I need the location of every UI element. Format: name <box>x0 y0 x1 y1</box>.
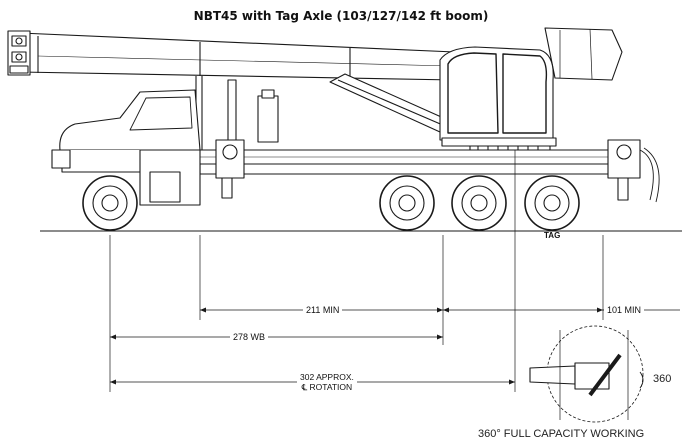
rotation-top-view <box>529 325 644 423</box>
drive-wheel-2 <box>451 175 507 231</box>
dim-302-line2: ℄ ROTATION <box>301 382 353 392</box>
truck-cab <box>51 89 201 206</box>
arrowheads <box>110 307 609 385</box>
dim-211-min: 211 MIN <box>303 305 343 315</box>
full-capacity-caption: 360° FULL CAPACITY WORKING <box>478 428 645 440</box>
counterweight <box>544 27 623 81</box>
lift-cylinder <box>329 73 449 133</box>
front-wheel <box>82 175 138 231</box>
dim-302-approx: 302 APPROX. ℄ ROTATION <box>297 372 357 392</box>
dim-278-wb: 278 WB <box>230 332 269 342</box>
dim-101-min: 101 MIN <box>604 305 645 315</box>
boom <box>7 30 456 81</box>
diagram-title: NBT45 with Tag Axle (103/127/142 ft boom… <box>193 9 489 23</box>
rotation-360-label: 360 <box>653 373 672 385</box>
rear-outrigger <box>607 139 660 203</box>
dim-302-line1: 302 APPROX. <box>300 372 354 382</box>
tag-axle-label: TAG <box>544 231 561 240</box>
carrier-frame <box>141 149 613 175</box>
front-outrigger <box>215 139 245 199</box>
tag-wheel <box>524 175 580 231</box>
drive-wheel-1 <box>379 175 435 231</box>
extension-lines <box>109 150 604 392</box>
operator-cab <box>439 46 557 147</box>
